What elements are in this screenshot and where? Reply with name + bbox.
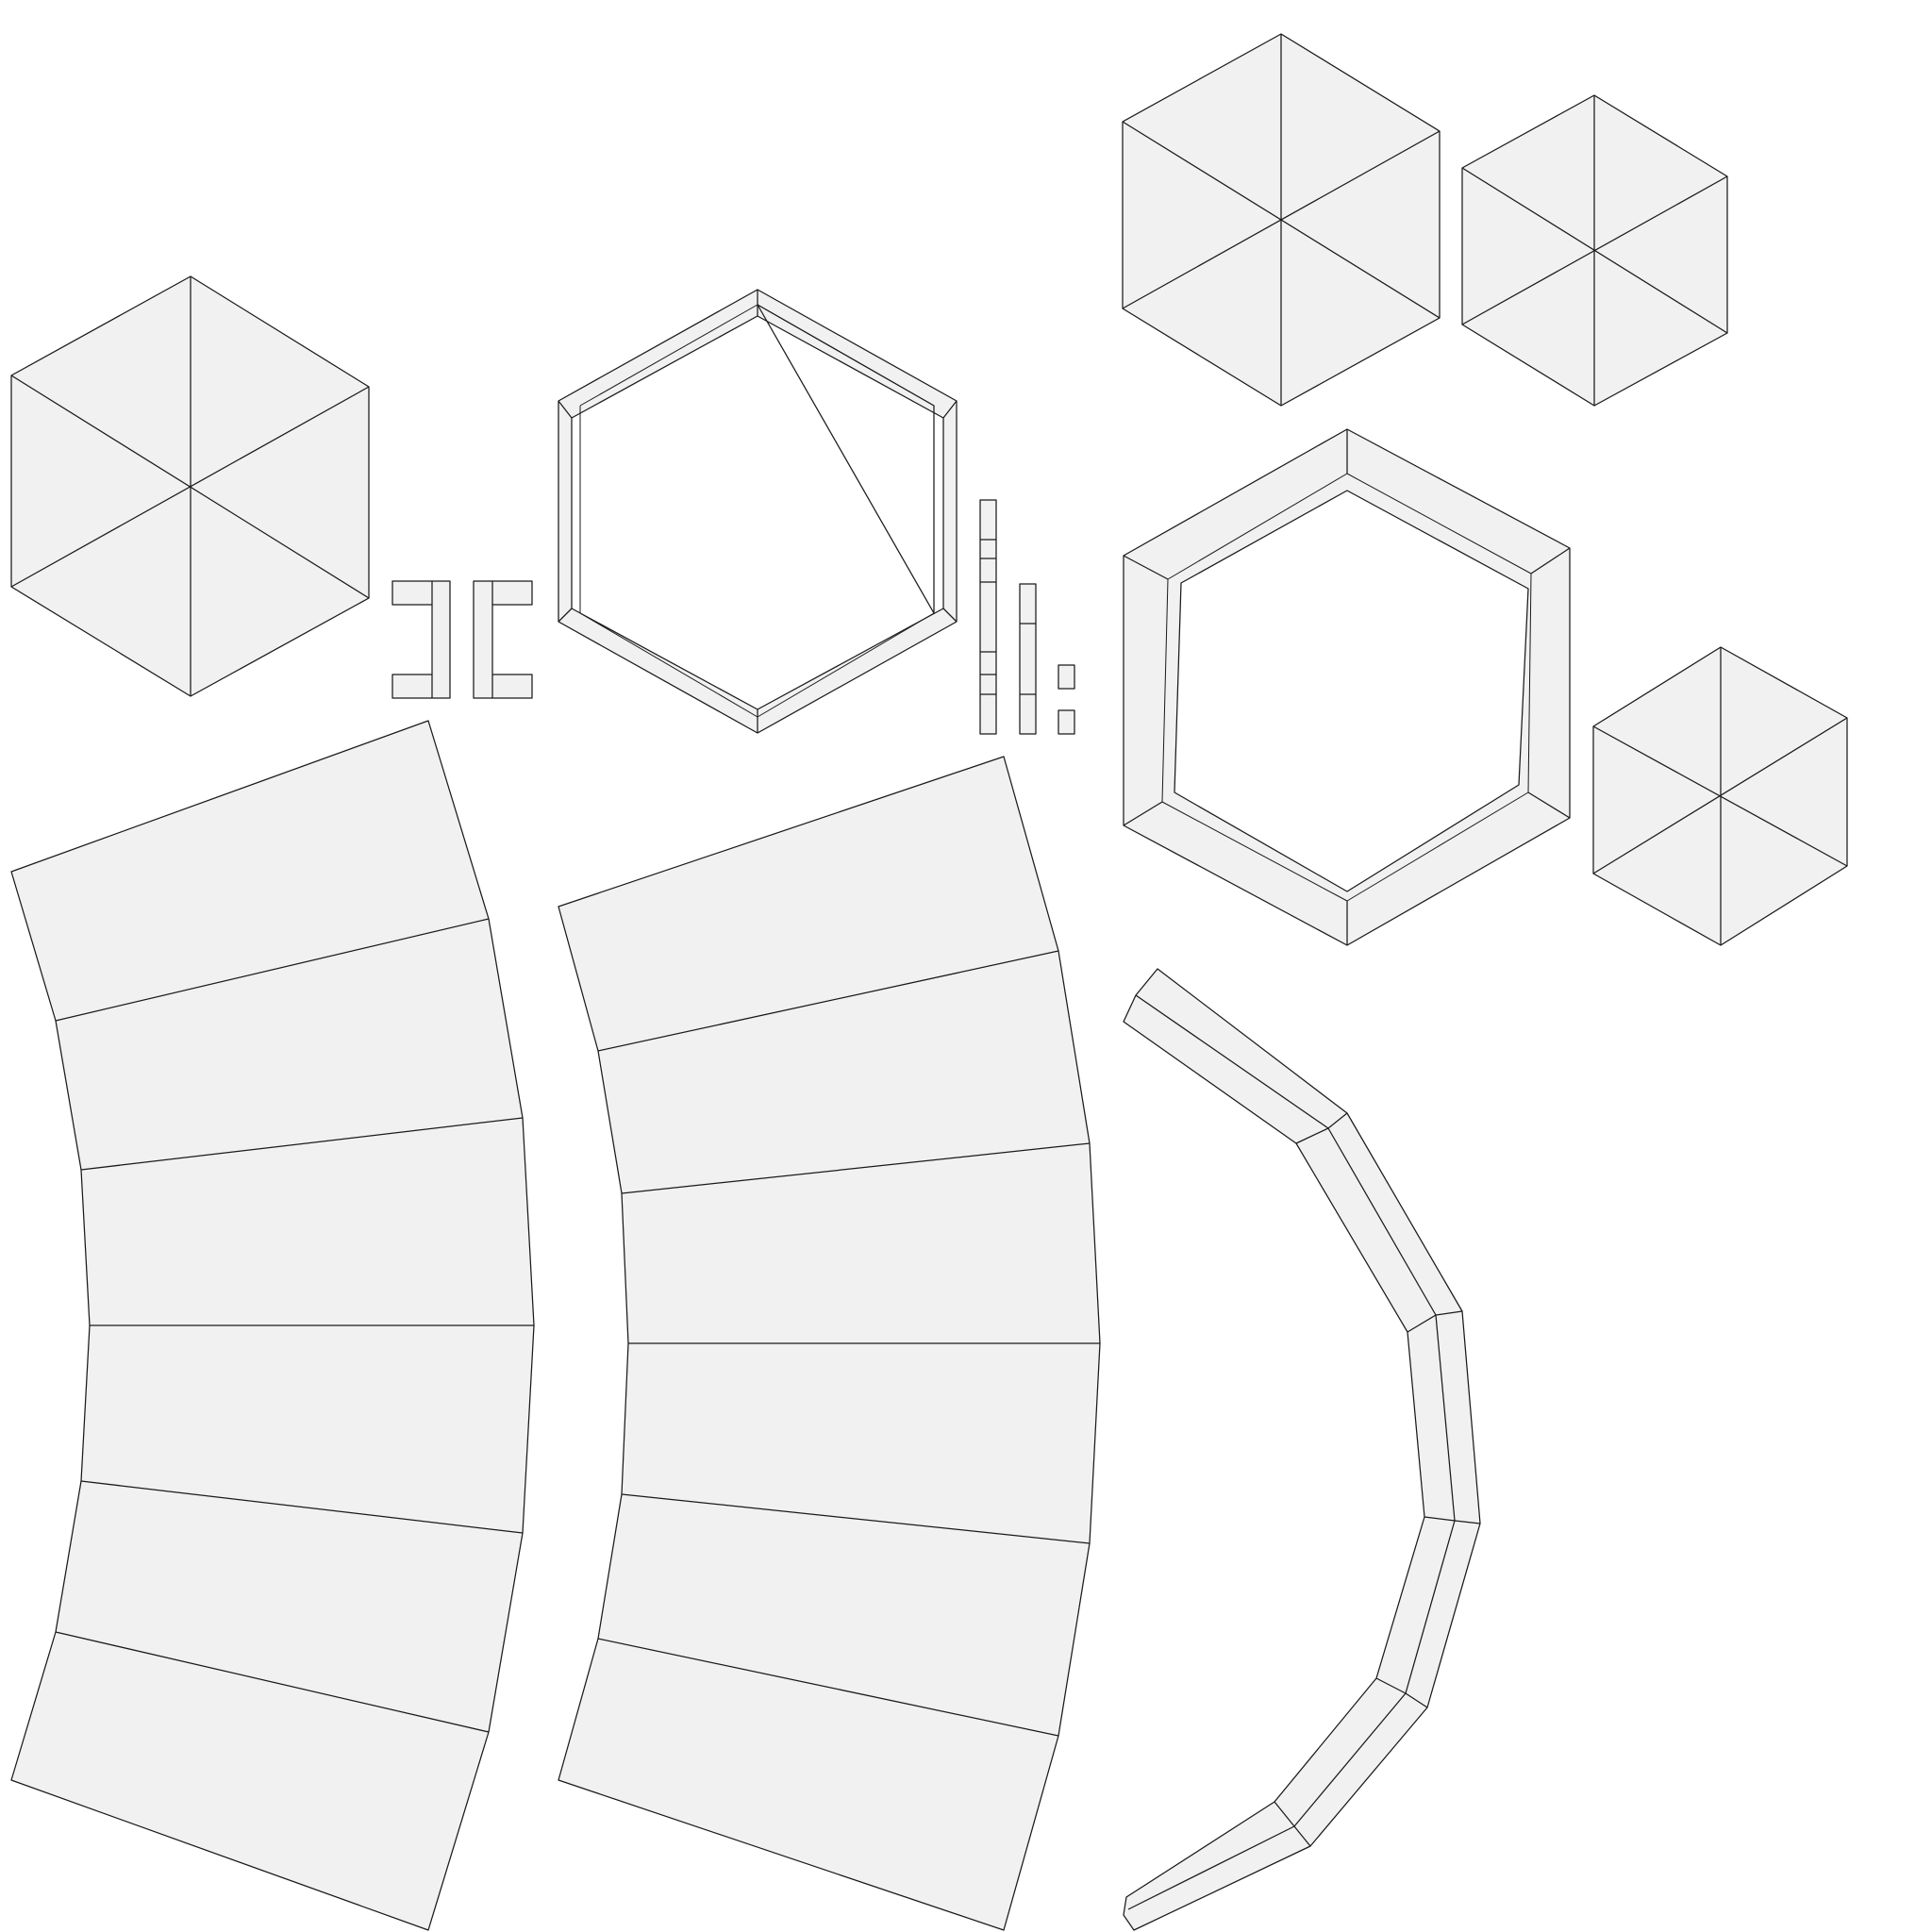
hexagon-cap-left	[10, 275, 370, 697]
hexagon-cap-right	[1592, 646, 1848, 946]
hexagon-frame-thin	[558, 289, 958, 734]
curved-band-middle	[558, 756, 1101, 1931]
vertical-strip-long	[979, 499, 997, 735]
bracket-strip-right	[473, 580, 533, 699]
curved-band-left	[10, 720, 535, 1931]
hexagon-cap-top-small	[1461, 94, 1728, 407]
vertical-strip-short	[1019, 583, 1037, 735]
small-square-upper	[1058, 664, 1075, 690]
hexagon-frame-thick	[1123, 428, 1571, 946]
bracket-strip-left	[391, 580, 451, 699]
curved-rim-strip	[1123, 968, 1481, 1931]
small-square-lower	[1058, 709, 1075, 735]
hexagon-cap-top-large	[1122, 33, 1441, 407]
